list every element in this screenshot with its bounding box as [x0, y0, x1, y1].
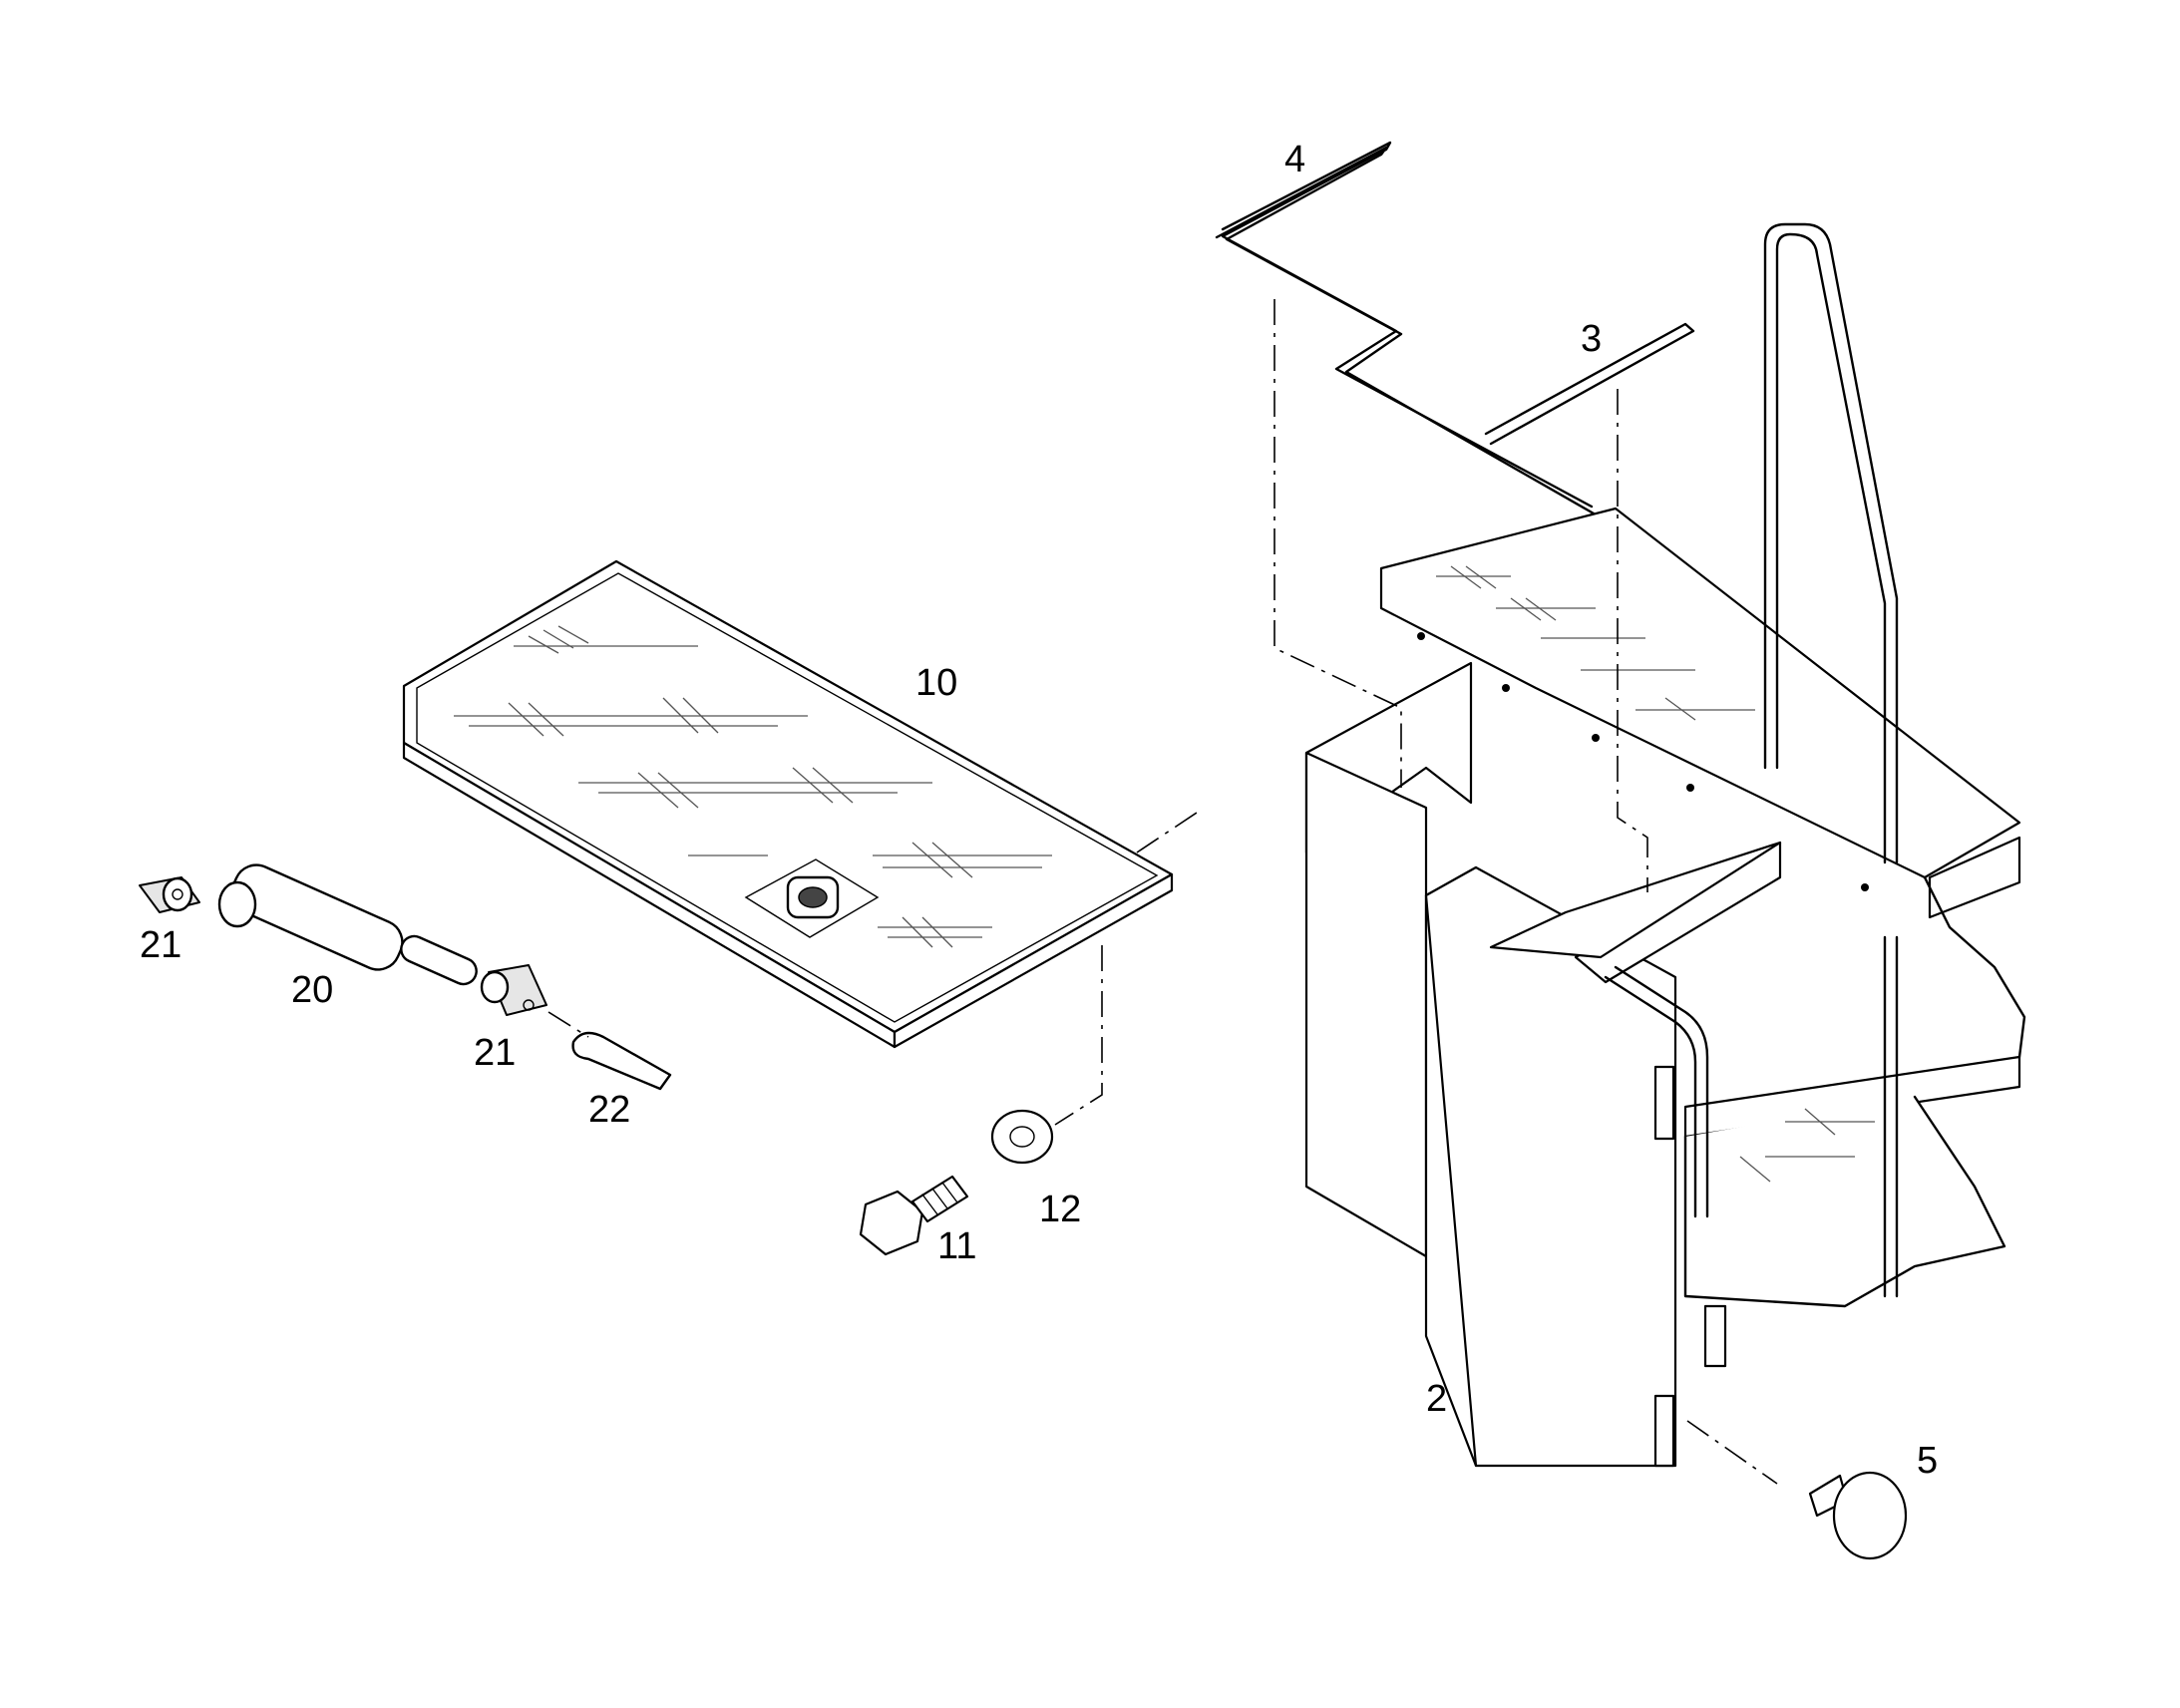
- spring-end-fitting-left: [139, 876, 200, 913]
- gas-spring: [217, 863, 478, 986]
- callout-part-3: 3: [1581, 318, 1602, 360]
- callout-part-10: 10: [915, 662, 957, 704]
- seal-strip-3: [1484, 322, 1695, 446]
- washer: [990, 1109, 1054, 1165]
- spring-end-fitting-right: [480, 964, 547, 1016]
- lid-latch-icon: [744, 858, 880, 938]
- callout-part-4: 4: [1284, 139, 1305, 180]
- callout-part-2: 2: [1426, 1378, 1447, 1420]
- callout-part-21-right: 21: [474, 1032, 516, 1074]
- callout-part-20: 20: [291, 969, 333, 1011]
- knob: [1686, 1420, 1908, 1560]
- seal-strip-4: [1215, 141, 1596, 515]
- callout-part-5: 5: [1917, 1440, 1938, 1482]
- spring-clip: [547, 1011, 672, 1091]
- lid-panel: [402, 559, 1174, 1049]
- callout-part-22: 22: [588, 1089, 630, 1131]
- callout-part-11: 11: [937, 1225, 976, 1267]
- step-frame-housing: [1304, 222, 2026, 1468]
- callout-part-12: 12: [1039, 1189, 1081, 1230]
- bolt: [859, 1175, 969, 1256]
- callout-part-21-left: 21: [140, 924, 182, 966]
